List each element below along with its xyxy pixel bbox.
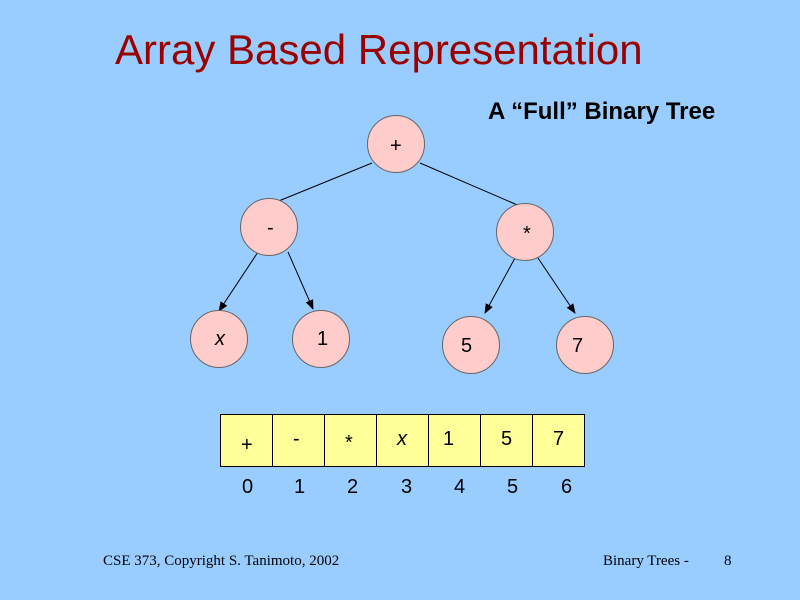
tree-node-left: - — [240, 198, 298, 256]
tree-node-root: + — [367, 115, 425, 173]
edge-right-right-left — [484, 257, 516, 314]
tree-node-left-left: x — [190, 310, 248, 368]
array-cell-value: + — [241, 434, 253, 456]
array-index: 4 — [454, 476, 466, 498]
array-index: 6 — [561, 476, 573, 498]
node-label: * — [523, 223, 531, 245]
tree-node-right: * — [496, 203, 554, 261]
edge-left-left-right — [287, 251, 314, 310]
array-cell: x — [376, 414, 429, 467]
array-cell-value: 7 — [553, 428, 565, 450]
edge-root-left — [263, 162, 373, 208]
slide-subtitle: A “Full” Binary Tree — [488, 98, 716, 125]
array-cell-value: 1 — [443, 428, 455, 450]
array-cell-value: x — [397, 428, 407, 450]
slide-title: Array Based Representation — [115, 26, 643, 73]
edge-right-right-right — [537, 257, 576, 314]
node-label: + — [390, 135, 402, 157]
tree-node-right-left: 5 — [442, 316, 500, 374]
footer-copyright: CSE 373, Copyright S. Tanimoto, 2002 — [103, 553, 340, 569]
footer-page-number: 8 — [724, 553, 732, 569]
array-index: 1 — [294, 476, 306, 498]
array-index: 5 — [507, 476, 519, 498]
footer-section: Binary Trees - — [603, 553, 689, 569]
node-label: 1 — [317, 328, 329, 350]
edge-root-right — [419, 162, 523, 208]
edge-left-left-left — [218, 251, 259, 312]
node-label: 5 — [461, 335, 473, 357]
array-cell: 5 — [480, 414, 533, 467]
array-cell: 7 — [532, 414, 585, 467]
array-cell-value: * — [345, 432, 353, 454]
array-cell: + — [220, 414, 273, 467]
array-index: 2 — [347, 476, 359, 498]
node-label: 7 — [572, 335, 584, 357]
array-cell: * — [324, 414, 377, 467]
array-cell-value: - — [293, 428, 300, 450]
array-cell-value: 5 — [501, 428, 513, 450]
node-label: x — [215, 328, 225, 350]
array-index: 3 — [401, 476, 413, 498]
array-representation: + - * x 1 5 7 — [220, 414, 585, 467]
array-index: 0 — [242, 476, 254, 498]
tree-node-right-right: 7 — [556, 316, 614, 374]
array-cell: - — [272, 414, 325, 467]
array-cell: 1 — [428, 414, 481, 467]
tree-node-left-right: 1 — [292, 310, 350, 368]
node-label: - — [267, 217, 274, 239]
